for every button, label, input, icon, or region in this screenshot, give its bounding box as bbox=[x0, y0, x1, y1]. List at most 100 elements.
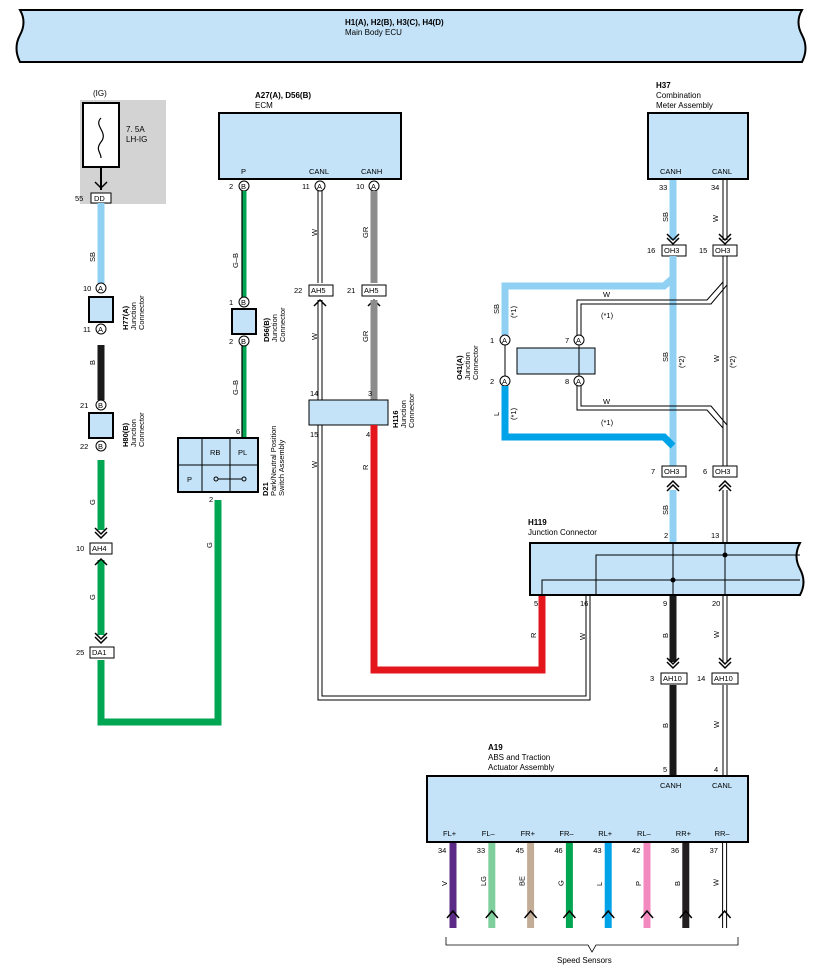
note-1-b: (*1) bbox=[601, 311, 614, 320]
h77-name2: Connector bbox=[137, 295, 146, 330]
o41-pin2: 2 bbox=[490, 377, 494, 386]
sensor-color-rr-minus: W bbox=[712, 878, 721, 886]
sensor-arrow-rl-minus bbox=[640, 909, 654, 919]
abs-name2: Actuator Assembly bbox=[488, 763, 554, 772]
sensor-arrow-fr-plus bbox=[524, 909, 538, 919]
h77-name1: Junction bbox=[129, 302, 138, 330]
fuse-tag: (IG) bbox=[93, 89, 107, 98]
oh3-bottom-connectors: OH3 7 OH3 6 bbox=[651, 465, 738, 492]
d21-name2: Switch Assembly bbox=[277, 439, 286, 496]
sensor-name-fr-plus: FR+ bbox=[521, 829, 536, 838]
ecm-p-pin: 2 bbox=[229, 182, 233, 191]
abs-actuator: A19 ABS and Traction Actuator Assembly 5… bbox=[426, 743, 749, 843]
ah5-connectors: AH5 22 AH5 21 bbox=[294, 284, 387, 307]
ah4-pin: 10 bbox=[76, 544, 84, 553]
d21-p: P bbox=[187, 475, 192, 484]
oh3-pin16: 16 bbox=[647, 246, 655, 255]
wire-sb-label-3: SB bbox=[661, 505, 670, 515]
d56-conn-top: B bbox=[241, 298, 246, 307]
h116-pin3: 3 bbox=[368, 389, 372, 398]
note-1-d: (*1) bbox=[601, 418, 614, 427]
sensor-color-fl-plus: V bbox=[440, 881, 449, 886]
ecm-title: A27(A), D56(B) bbox=[255, 91, 311, 100]
da1-connector: DA1 25 bbox=[76, 632, 115, 659]
d56-name2: Connector bbox=[278, 307, 287, 342]
ah5-label-a: AH5 bbox=[311, 286, 326, 295]
d21-name1: Park/Neutral Position bbox=[269, 426, 278, 496]
h80-junction: B 21 B 22 H80(B) Junction Connector bbox=[80, 399, 146, 452]
sensor-arrow-fl-minus bbox=[485, 909, 499, 919]
d56-pin-bot: 2 bbox=[229, 337, 233, 346]
sensor-pin-fr-plus: 45 bbox=[516, 846, 524, 855]
ah5-label-b: AH5 bbox=[364, 286, 379, 295]
d56-title: D56(B) bbox=[262, 317, 271, 342]
wire-w-label-ecm-1: W bbox=[310, 228, 319, 236]
wire-gb-label-1: G–B bbox=[231, 253, 240, 268]
sensor-pin-rl-plus: 43 bbox=[593, 846, 601, 855]
meter-canl-label: CANL bbox=[712, 167, 732, 176]
h80-pin-top: 21 bbox=[80, 401, 88, 410]
h116-name2: Connector bbox=[407, 393, 416, 428]
wire-sb-label-2: SB bbox=[661, 352, 670, 362]
ah10-connectors: AH10 3 AH10 14 bbox=[650, 657, 739, 685]
ecm-canl-label: CANL bbox=[309, 167, 329, 176]
meter-title: H37 bbox=[656, 81, 671, 90]
sensor-pin-fl-minus: 33 bbox=[477, 846, 485, 855]
sensor-arrow-fr-minus bbox=[562, 909, 576, 919]
ecm-canl-pin: 11 bbox=[302, 182, 310, 191]
ecm-canh-label: CANH bbox=[361, 167, 382, 176]
h80-pin-bot: 22 bbox=[80, 442, 88, 451]
sensor-pin-rl-minus: 42 bbox=[632, 846, 640, 855]
wire-w-label-main: W bbox=[712, 354, 721, 362]
abs-title: A19 bbox=[488, 743, 503, 752]
oh3-label-6: OH3 bbox=[715, 467, 730, 476]
sensor-arrow-rr-plus bbox=[679, 909, 693, 919]
wire-g-label-1: G bbox=[88, 499, 97, 505]
wire-g-label-2: G bbox=[88, 594, 97, 600]
meter-canl-pin: 34 bbox=[711, 183, 719, 192]
sensor-name-fl-plus: FL+ bbox=[443, 829, 457, 838]
o41-pin1: 1 bbox=[490, 336, 494, 345]
oh3-pin6: 6 bbox=[703, 467, 707, 476]
d21-pin-out: 2 bbox=[209, 495, 213, 504]
oh3-label-7: OH3 bbox=[664, 467, 679, 476]
h80-conn-bot: B bbox=[98, 442, 103, 451]
o41-pin7: 7 bbox=[565, 336, 569, 345]
ah5-pin-a: 22 bbox=[294, 286, 302, 295]
abs-canh-label: CANH bbox=[660, 781, 681, 790]
d21-title: D21 bbox=[261, 482, 270, 496]
h119-pin5: 5 bbox=[534, 599, 538, 608]
speed-sensor-wires: FL+34VFL–33LGFR+45BEFR–46GRL+43LRL–42PRR… bbox=[438, 829, 732, 928]
fuse-pin: 55 bbox=[75, 194, 83, 203]
h116-pin14: 14 bbox=[310, 389, 318, 398]
wire-w-label-o41-top: W bbox=[603, 290, 611, 299]
main-body-ecu-title: H1(A), H2(B), H3(C), H4(D) bbox=[345, 18, 444, 27]
d21-pin-in: 6 bbox=[236, 427, 240, 436]
ah10-label-3: AH10 bbox=[663, 674, 682, 683]
o41-pin8: 8 bbox=[565, 377, 569, 386]
ecm-name: ECM bbox=[255, 101, 273, 110]
sensor-color-fl-minus: LG bbox=[479, 876, 488, 886]
sensor-name-rl-plus: RL+ bbox=[598, 829, 613, 838]
h119-pin13: 13 bbox=[711, 531, 719, 540]
h80-title: H80(B) bbox=[121, 422, 130, 447]
wire-b-label: B bbox=[88, 360, 97, 365]
sensor-pin-rr-plus: 36 bbox=[671, 846, 679, 855]
h80-conn-top: B bbox=[98, 401, 103, 410]
sensor-arrow-fl-plus bbox=[446, 909, 460, 919]
note-1-c: (*1) bbox=[509, 407, 518, 420]
da1-pin: 25 bbox=[76, 648, 84, 657]
sensor-arrow-rl-plus bbox=[601, 909, 615, 919]
sensor-name-rr-plus: RR+ bbox=[676, 829, 692, 838]
sensor-name-rl-minus: RL– bbox=[637, 829, 652, 838]
h116-junction: 14 15 3 4 H116 Junction Connector bbox=[308, 389, 416, 439]
h77-pin-bot: 11 bbox=[83, 325, 91, 334]
oh3-pin7: 7 bbox=[651, 467, 655, 476]
fuse-conn: DD bbox=[94, 194, 105, 203]
sensor-color-fr-plus: BE bbox=[518, 876, 527, 886]
abs-name1: ABS and Traction bbox=[488, 753, 550, 762]
fuse-rating: 7. 5A bbox=[126, 125, 145, 134]
wire-gb-label-2: G–B bbox=[231, 380, 240, 395]
oh3-label-15: OH3 bbox=[715, 246, 730, 255]
